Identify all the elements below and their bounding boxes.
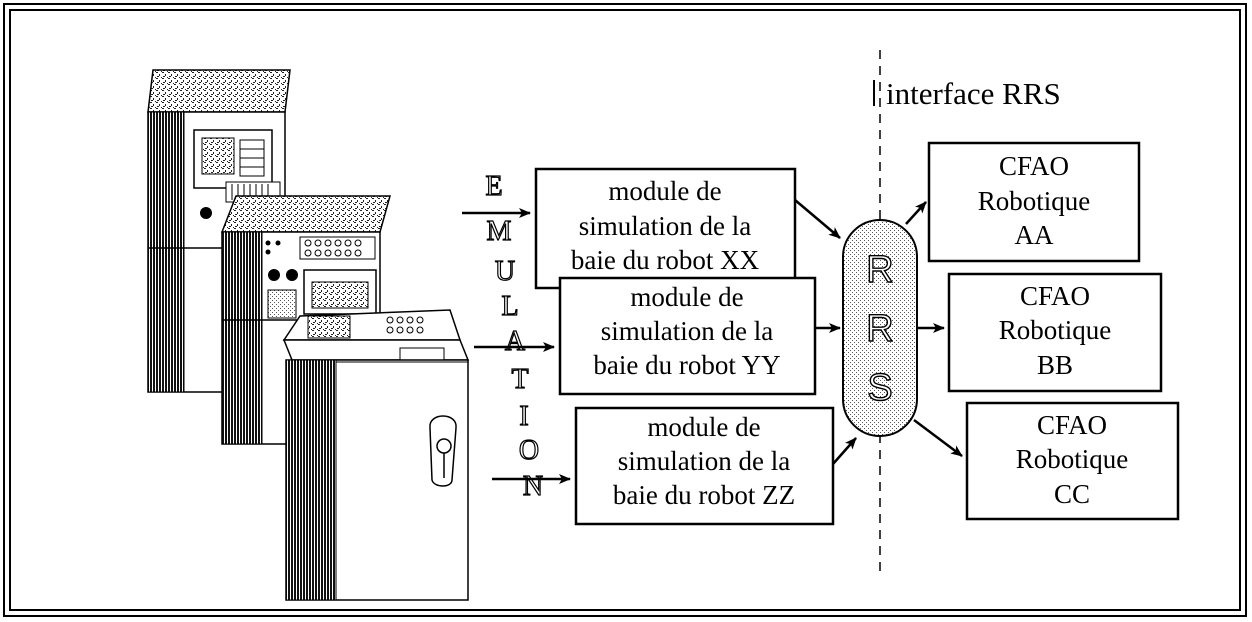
rrs-to-cfao-arrows [905,201,963,457]
rrs-node: RRS [842,219,918,437]
module-xx-line-2: simulation de la [579,211,751,241]
emulation-letter: M [487,216,512,247]
arrow-rrs-to-cc [913,419,963,457]
cfao-box-aa: CFAO Robotique AA [927,141,1141,263]
rrs-letter: R [866,308,893,350]
cfao-cc-line-2: Robotique [1016,444,1129,474]
controller-cabinet-1 [147,69,291,393]
input-arrows [462,208,571,484]
module-yy-line-3: baie du robot YY [593,350,780,380]
module-zz-line-3: baie du robot ZZ [613,480,795,510]
robot-controllers-illustration [147,69,470,601]
cfao-aa-line-1: CFAO [999,151,1069,181]
interface-label: interface RRS [886,76,1061,111]
rrs-letter: R [866,249,893,291]
module-box-yy: module de simulation de la baie du robot… [558,276,817,396]
cfao-cc-line-1: CFAO [1037,410,1107,440]
emulation-letter: O [519,435,539,466]
module-xx-line-1: module de [608,176,721,206]
cfao-box-cc: CFAO Robotique CC [965,401,1180,521]
cfao-cc-line-3: CC [1054,479,1090,509]
rrs-letter: S [867,367,892,409]
emulation-letter: L [501,291,518,322]
outer-frame [3,3,1247,617]
arrow-zz-to-rrs [832,437,857,465]
arrow-xx-to-rrs [794,199,841,239]
module-box-zz: module de simulation de la baie du robot… [574,406,835,526]
module-zz-line-1: module de [647,412,760,442]
cfao-bb-line-3: BB [1037,350,1073,380]
emulation-letter: E [485,171,502,202]
module-box-xx: module de simulation de la baie du robot… [534,167,797,290]
inner-frame [9,9,1241,611]
module-zz-line-2: simulation de la [618,446,790,476]
cfao-box-bb: CFAO Robotique BB [947,272,1163,393]
emulation-letter: N [523,471,543,502]
controller-cabinet-3 [282,309,470,601]
cfao-bb-line-1: CFAO [1020,281,1090,311]
module-yy-line-2: simulation de la [601,316,773,346]
emulation-letter: I [519,401,528,432]
module-xx-line-3: baie du robot XX [571,245,760,275]
cfao-aa-line-3: AA [1015,220,1054,250]
cfao-bb-line-2: Robotique [999,315,1112,345]
emulation-letter: U [495,256,515,287]
emulation-letter: A [505,326,526,357]
arrow-rrs-to-aa [905,201,927,225]
cfao-aa-line-2: Robotique [978,186,1091,216]
rrs-letters: RRS [866,248,895,409]
module-yy-line-1: module de [630,282,743,312]
module-to-rrs-arrows [794,199,857,465]
emulation-letter: T [511,364,528,395]
